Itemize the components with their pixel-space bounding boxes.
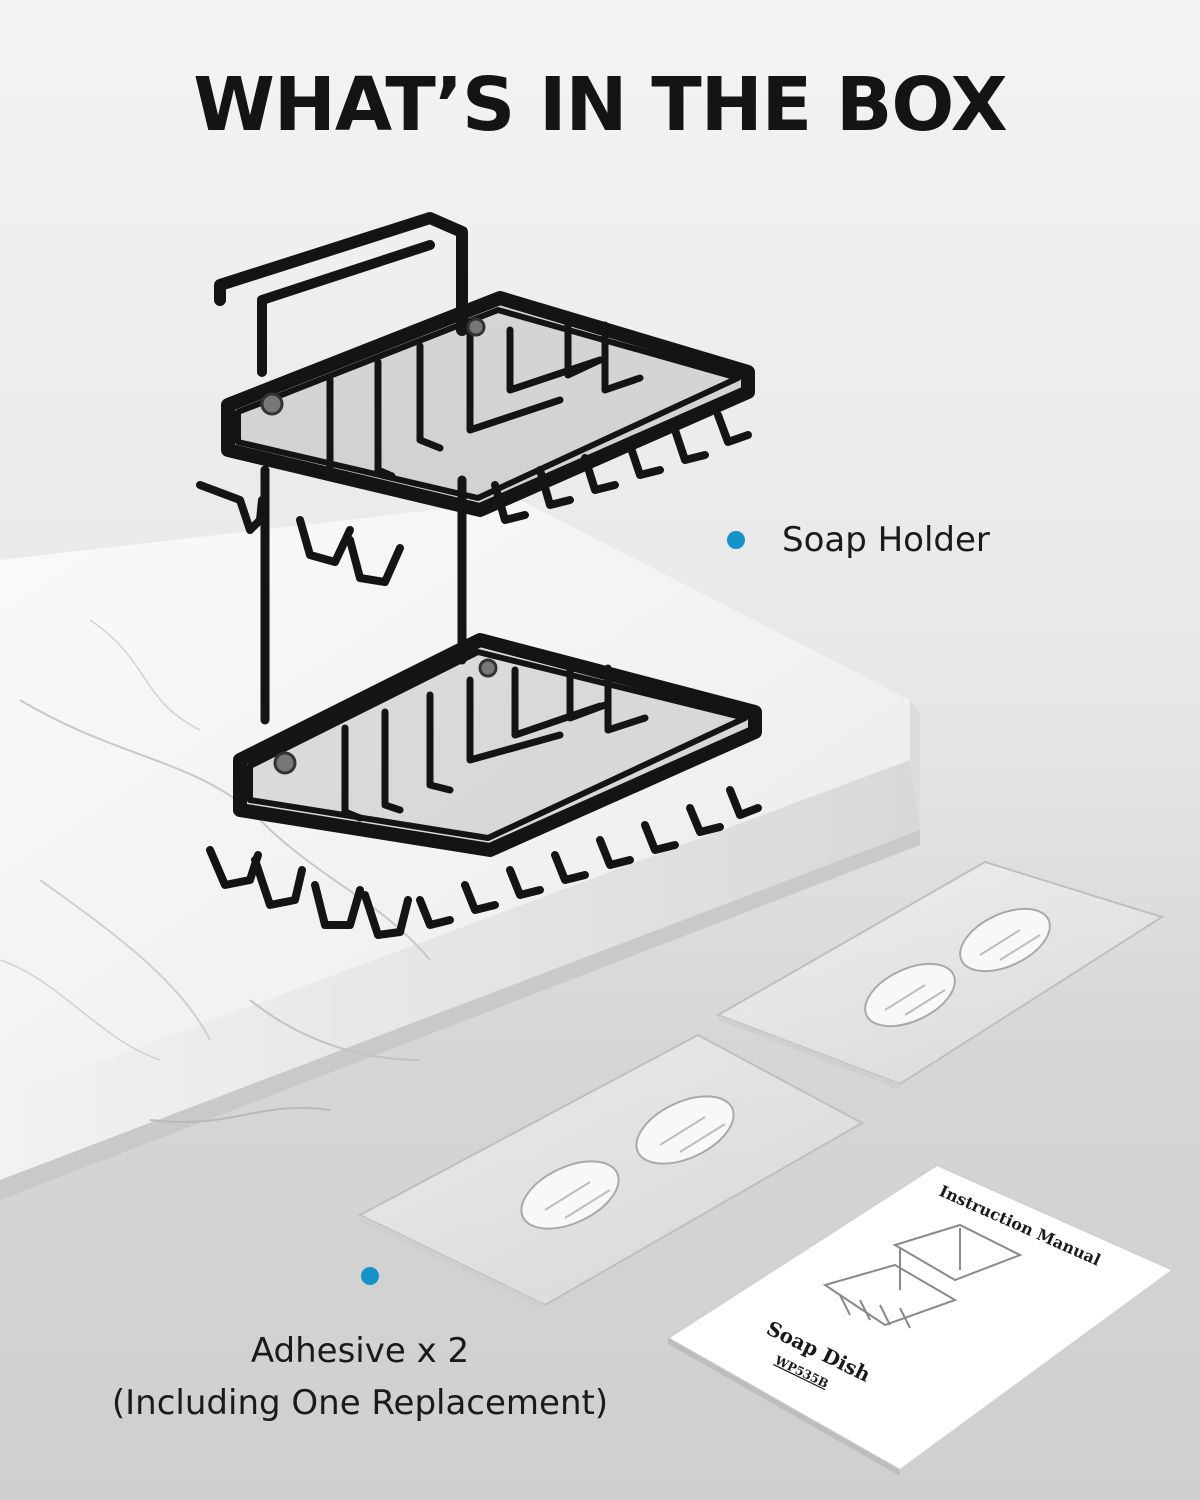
page-title: WHAT’S IN THE BOX [193, 62, 1007, 148]
soap-holder-label: Soap Holder [782, 520, 990, 560]
instruction-manual: Instruction Manual Soap Dish WP535B [666, 1163, 1175, 1476]
soap-holder-rack [196, 212, 762, 939]
adhesive-label: Adhesive x 2 (Including One Replacement) [70, 1325, 650, 1429]
adhesive-plate-2 [357, 1033, 865, 1311]
manual-rack-drawing [822, 1223, 1023, 1329]
adhesive-bullet-dot [361, 1267, 379, 1285]
adhesive-label-line-1: Adhesive x 2 [250, 1331, 470, 1371]
soap-holder-bullet-dot [727, 531, 745, 549]
adhesive-plate-1 [715, 860, 1165, 1090]
marble-block [0, 500, 920, 1200]
adhesive-label-line-2: (Including One Replacement) [111, 1383, 609, 1423]
